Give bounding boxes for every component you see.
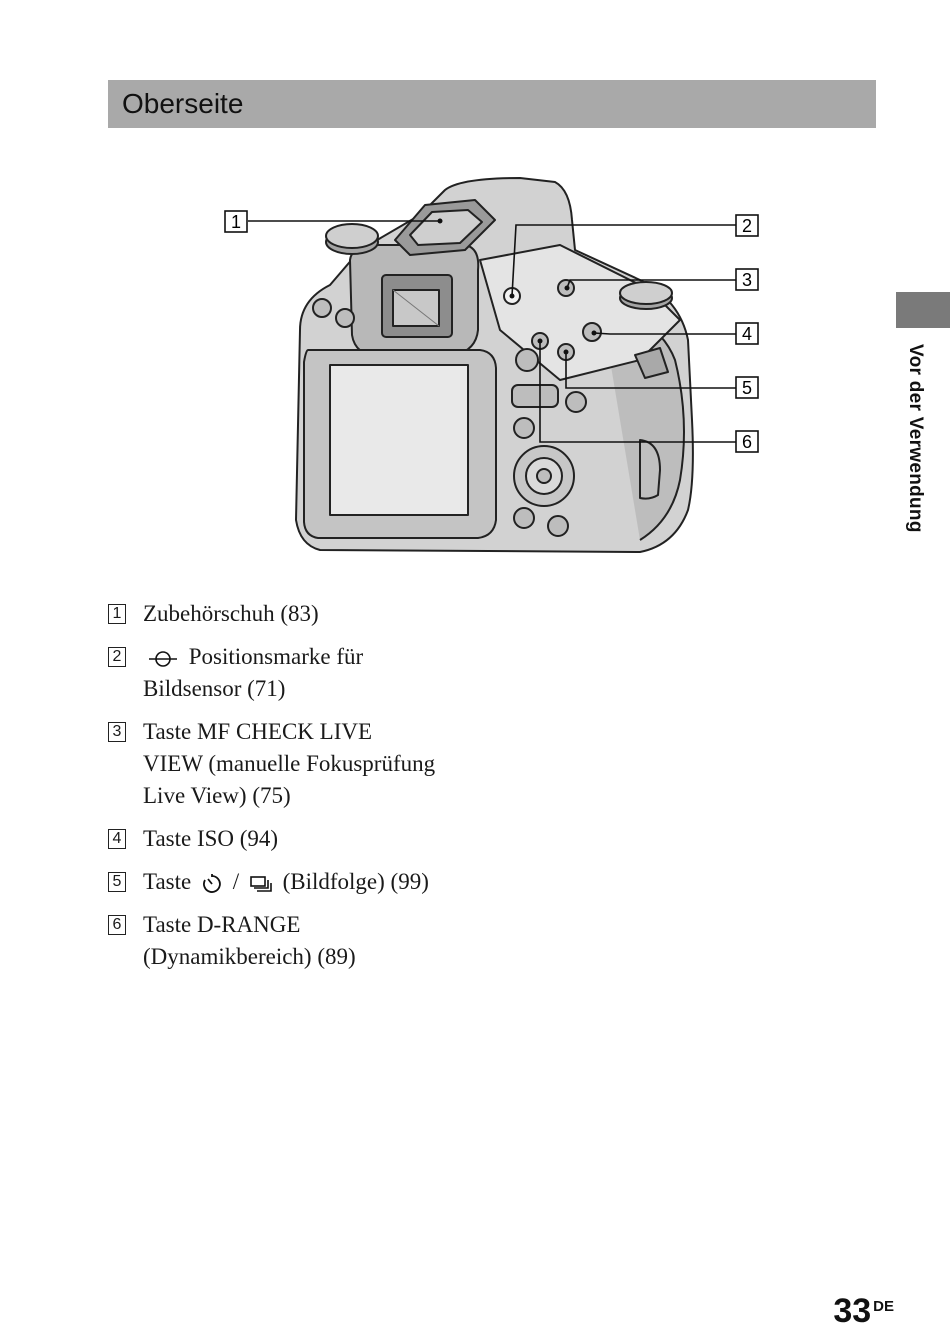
figure-callout-label: 6: [742, 432, 752, 452]
callout-text: Taste / (Bildfolge) (99): [143, 866, 668, 898]
side-tab-label: Vor der Verwendung: [905, 344, 926, 533]
icon-separator: /: [232, 869, 240, 894]
callout-line: Taste ISO (94): [143, 826, 279, 851]
section-title: Oberseite: [122, 88, 244, 119]
callout-number: 4: [108, 829, 126, 849]
callout-line: Taste MF CHECK LIVE: [143, 719, 373, 744]
callout-text: Taste D-RANGE (Dynamikbereich) (89): [143, 909, 668, 973]
callout-item-6: 6 Taste D-RANGE (Dynamikbereich) (89): [108, 909, 668, 973]
side-tab-marker: [896, 292, 950, 328]
callout-item-4: 4 Taste ISO (94): [108, 823, 668, 855]
callout-line: Bildsensor (71): [143, 676, 286, 701]
callout-text: Zubehörschuh (83): [143, 598, 668, 630]
callout-list: 1 Zubehörschuh (83) 2 Positionsmarke für…: [108, 598, 668, 984]
callout-line: Positionsmarke für: [188, 644, 364, 669]
figure-callout-3: 3: [735, 268, 759, 291]
continuous-shot-icon: [250, 875, 272, 892]
figure-callout-label: 2: [742, 216, 752, 236]
callout-text: Taste MF CHECK LIVE VIEW (manuelle Fokus…: [143, 716, 668, 812]
callout-prefix: Taste: [143, 869, 192, 894]
callout-suffix: (Bildfolge) (99): [282, 869, 429, 894]
figure-callout-label: 3: [742, 270, 752, 290]
callout-line: VIEW (manuelle Fokusprüfung: [143, 751, 436, 776]
callout-item-2: 2 Positionsmarke für Bildsensor (71): [108, 641, 668, 705]
callout-number: 6: [108, 915, 126, 935]
figure-callout-label: 1: [231, 212, 241, 232]
callout-item-5: 5 Taste / (Bildfolge) (99): [108, 866, 668, 898]
figure-callout-4: 4: [735, 322, 759, 345]
callout-line: Zubehörschuh (83): [143, 601, 319, 626]
callout-number: 2: [108, 647, 126, 667]
figure-callout-2: 2: [735, 214, 759, 237]
section-header-bar: Oberseite: [108, 80, 876, 128]
callout-line: Live View) (75): [143, 783, 291, 808]
figure-callout-6: 6: [735, 430, 759, 453]
page-number-value: 33: [833, 1292, 872, 1330]
figure-callout-5: 5: [735, 376, 759, 399]
callout-number: 1: [108, 604, 126, 624]
image-sensor-mark-icon: [149, 650, 177, 667]
callout-number: 3: [108, 722, 126, 742]
figure-callout-1: 1: [224, 210, 248, 233]
camera-rear-top-illustration: 1 2 3 4 5 6: [224, 177, 759, 553]
callout-line: (Dynamikbereich) (89): [143, 944, 356, 969]
figure-callout-label: 4: [742, 324, 752, 344]
callout-item-3: 3 Taste MF CHECK LIVE VIEW (manuelle Fok…: [108, 716, 668, 812]
callout-line: Taste D-RANGE: [143, 912, 301, 937]
callout-item-1: 1 Zubehörschuh (83): [108, 598, 668, 630]
page-language-suffix: DE: [873, 1298, 894, 1315]
self-timer-icon: [202, 873, 221, 893]
callout-text: Taste ISO (94): [143, 823, 668, 855]
figure-callout-label: 5: [742, 378, 752, 398]
callout-number: 5: [108, 872, 126, 892]
callout-text: Positionsmarke für Bildsensor (71): [143, 641, 668, 705]
